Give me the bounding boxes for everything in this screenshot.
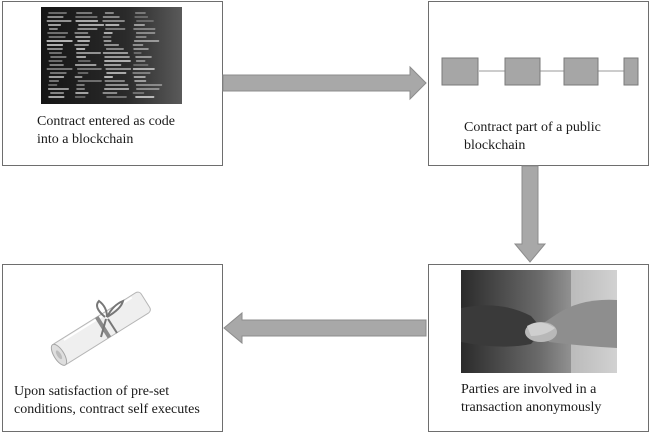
handshake-image [461, 270, 617, 373]
chain-block [563, 57, 599, 86]
code-screen-image [41, 7, 182, 104]
step-box-anonymous-parties: Parties are involved in a transaction an… [428, 264, 649, 432]
chain-block [623, 57, 639, 86]
chain-block [441, 57, 479, 86]
arrow-right [222, 65, 427, 101]
step-box-code-entry: Contract entered as code into a blockcha… [2, 1, 223, 166]
step-label: Parties are involved in a transaction an… [461, 382, 602, 415]
step-label: Contract part of a public blockchain [464, 120, 601, 153]
chain-block [504, 57, 541, 86]
step-box-public-blockchain: Contract part of a public blockchain [428, 1, 649, 166]
blockchain-chain-icon [441, 57, 639, 86]
step-label: Upon satisfaction of pre-set conditions,… [14, 384, 200, 417]
rolled-contract-scroll-icon [50, 291, 151, 366]
arrow-left [223, 311, 427, 345]
step-box-self-execution: Upon satisfaction of pre-set conditions,… [2, 264, 223, 432]
arrow-down [513, 165, 547, 263]
step-label: Contract entered as code into a blockcha… [37, 114, 175, 147]
